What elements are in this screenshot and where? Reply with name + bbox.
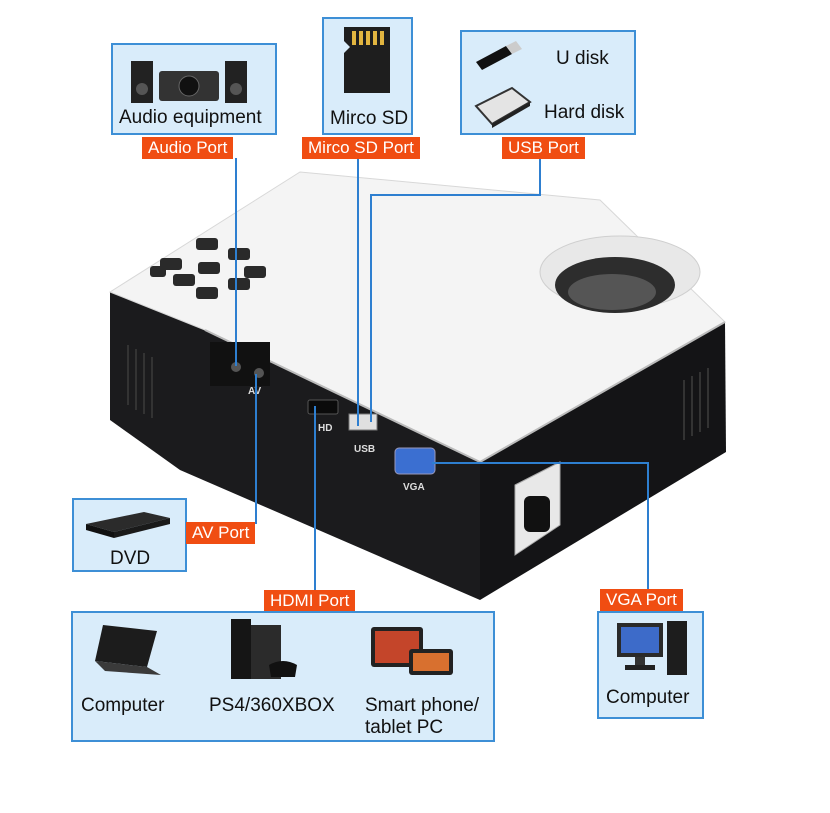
dvd-player-icon: [86, 512, 170, 538]
projector-label-av: AV: [248, 386, 261, 397]
microsd-connector-line: [357, 158, 359, 426]
vga-port-tag: VGA Port: [600, 589, 683, 611]
micro-sd-card-icon: [344, 27, 390, 93]
micro-sd-port-tag: Mirco SD Port: [302, 137, 420, 159]
smart-phone-label-line2: tablet PC: [365, 717, 444, 738]
laptop-icon: [95, 625, 161, 675]
vga-computer-box: Computer: [597, 611, 704, 719]
audio-equipment-label: Audio equipment: [119, 107, 262, 128]
game-console-icon: [231, 619, 297, 679]
usb-port-tag: USB Port: [502, 137, 585, 159]
ps4-xbox-label: PS4/360XBOX: [209, 695, 335, 716]
smart-phone-label-line1: Smart phone/: [365, 695, 480, 716]
smartphone-tablet-icon: [371, 627, 453, 675]
usb-storage-box: U disk Hard disk: [460, 30, 636, 135]
audio-connector-line: [235, 158, 237, 366]
vga-computer-label: Computer: [606, 687, 690, 708]
hard-disk-icon: [474, 86, 532, 128]
dvd-box: DVD: [72, 498, 187, 572]
projector-label-hd: HD: [318, 423, 333, 434]
micro-sd-box: Mirco SD: [322, 17, 413, 135]
usb-connector-line-v: [370, 194, 372, 422]
audio-equipment-box: Audio equipment: [111, 43, 277, 135]
av-connector-line: [255, 374, 257, 524]
desktop-computer-icon: [617, 621, 687, 675]
projector-label-vga: VGA: [403, 482, 425, 493]
vga-connector-line-h: [432, 462, 649, 464]
hdmi-sources-box: Computer PS4/360XBOX Smart phone/ tablet…: [71, 611, 495, 742]
usb-connector-line-h: [370, 194, 541, 196]
vga-connector-line-v: [647, 462, 649, 590]
u-disk-label: U disk: [556, 48, 609, 69]
usb-connector-line: [539, 158, 541, 196]
audio-port-tag: Audio Port: [142, 137, 234, 159]
speaker-system-icon: [131, 61, 247, 103]
hdmi-port-tag: HDMI Port: [264, 590, 356, 612]
hdmi-computer-label: Computer: [81, 695, 165, 716]
hdmi-connector-line: [314, 406, 316, 591]
usb-flash-drive-icon: [476, 41, 522, 70]
av-port-tag: AV Port: [186, 522, 256, 544]
hard-disk-label: Hard disk: [544, 102, 625, 123]
dvd-label: DVD: [110, 548, 151, 569]
micro-sd-label: Mirco SD: [330, 108, 409, 129]
projector-label-usb: USB: [354, 444, 376, 455]
